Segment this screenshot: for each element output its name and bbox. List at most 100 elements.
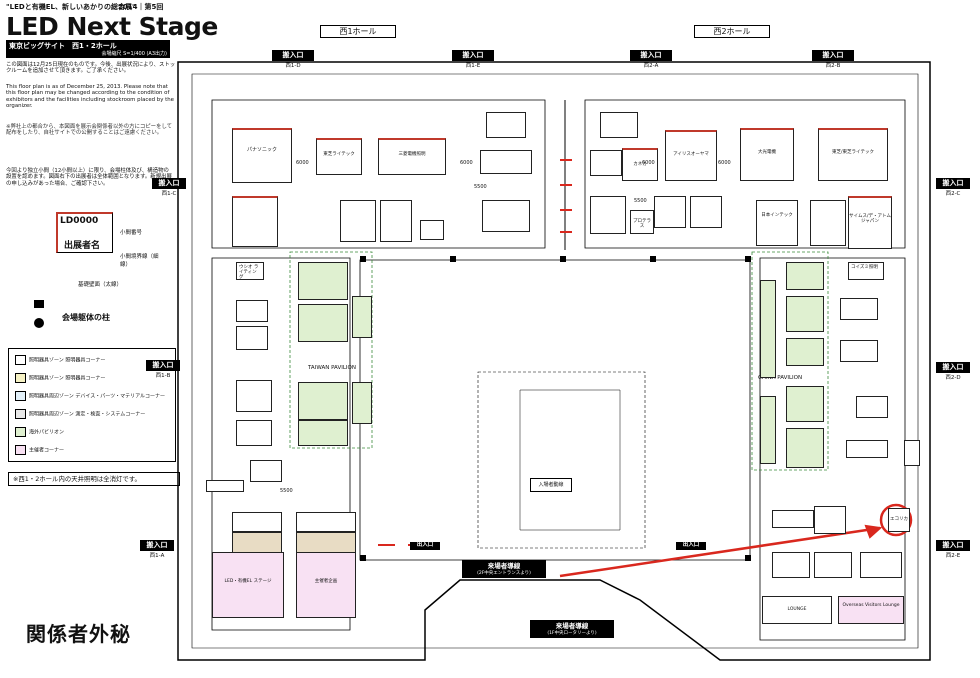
overseas-lounge[interactable]: Overseas Visitors Lounge [838,596,904,624]
dimension-label: 5500 [474,184,487,190]
header-slogan: "LEDと有機EL、新しいあかりの総合展" [6,3,136,11]
booth[interactable] [236,380,272,412]
booth[interactable] [590,150,622,176]
dimension-label: 6000 [642,160,655,166]
booth[interactable] [236,420,272,446]
booth-panasonic[interactable]: パナソニック [232,128,292,183]
booth-taiwan[interactable] [352,296,372,338]
booth[interactable] [486,112,526,138]
booth[interactable] [814,506,846,534]
booth[interactable] [380,200,412,242]
key-row: 主催者コーナー [15,445,64,455]
booth[interactable] [236,326,268,350]
hall-label-west2: 西2ホール [694,25,770,38]
key-swatch-green [15,427,26,437]
taiwan-pavilion-label: TAIWAN PAVILION [308,365,356,371]
booth[interactable] [772,552,810,578]
booth-china[interactable] [786,386,824,422]
gate-w2d: 搬入口 西2-D [936,362,970,381]
venue-bar: 東京ビッグサイト 西1・2ホール 会場縮尺 S=1/400 (A3出力) [6,40,170,58]
booth[interactable] [840,298,878,320]
booth-daiko[interactable]: 大光電機 [740,128,794,181]
booth-china[interactable] [786,338,824,366]
booth[interactable] [296,512,356,532]
booth-ushio[interactable]: ウシオ ライティング [236,262,264,280]
booth[interactable] [236,300,268,322]
booth[interactable] [860,552,902,578]
booth[interactable] [690,196,722,228]
booth[interactable]: 東芝ライテック [316,138,362,175]
center-area-label: 入場者動線 [530,478,572,492]
key-swatch-blue [15,391,26,401]
visitor-route-lower: 来場者導線 (1F中央ロータリーより) [530,620,614,638]
booth-saimus[interactable]: サイムス/デ・アトムジャパン [848,196,892,249]
booth[interactable] [810,200,846,246]
legend-intro: 今回より独立小間（12小間以上）に限り、会場柱体及び、構造物の設置を認めます。図… [6,168,172,187]
booth-proterras[interactable]: プロテラス [630,210,654,234]
booth[interactable] [482,200,530,232]
notice-jp: この図面は12月25日現在のものです。今後、出展状況により、ストックルームを追加… [6,62,176,75]
exit-west2: 出入口 [676,542,706,550]
booth-koizumi[interactable]: コイズミ照明 [848,262,884,280]
dimension-label: 6000 [460,160,473,166]
booth[interactable] [590,196,626,234]
booth[interactable] [480,150,532,174]
gate-w1d: 搬入口 西1-D [272,50,314,69]
booth-china[interactable] [786,428,824,468]
legend-booth-label: 小間番号 [120,230,143,236]
booth-kaneka[interactable]: カネカ [622,148,658,181]
booth-taiwan[interactable] [352,382,372,424]
gate-w2c: 搬入口 西2-C [936,178,970,197]
dimension-label: 5500 [634,198,647,204]
header-edition: 2014｜第5回 [118,3,164,11]
booth-china[interactable] [760,396,776,464]
legend-boundary-label: 小間境界線（細線） [120,254,159,268]
legend-aisle-label: 基礎壁面（太線） [78,282,123,288]
visitor-route-upper: 来場者導線 (2F中央エントランスより) [462,560,546,578]
booth-china[interactable] [786,296,824,332]
gate-label: 搬入口 [272,50,314,61]
booth-ecorica[interactable]: エコリカ [888,508,910,532]
booth-iris[interactable]: アイリスオーヤマ [665,130,717,181]
booth-toshiba[interactable]: 東芝/東芝ライテック [818,128,888,181]
venue-scale: 会場縮尺 S=1/400 (A3出力) [101,51,167,57]
booth[interactable] [814,552,852,578]
booth[interactable] [846,440,888,458]
booth[interactable] [856,396,888,418]
booth[interactable] [840,340,878,362]
lounge[interactable]: LOUNGE [762,596,832,624]
gate-w2b: 搬入口 西2-B [812,50,854,69]
organizer-area[interactable]: 主催者企画 [296,552,356,618]
booth[interactable] [420,220,444,240]
booth-taiwan[interactable] [298,304,348,342]
pillar-circle-icon [34,318,44,328]
booth-taiwan[interactable] [298,262,348,300]
legend-pillar-label: 会場躯体の柱 [62,313,110,322]
booth[interactable] [232,196,278,247]
booth[interactable] [772,510,814,528]
booth-taiwan[interactable] [298,420,348,446]
booth-china[interactable] [786,262,824,290]
booth[interactable] [340,200,376,242]
booth-nippon-intec[interactable]: 日本インテック [756,200,798,246]
booth-china[interactable] [760,280,776,378]
booth[interactable]: 三菱電機照明 [378,138,446,175]
booth[interactable] [232,512,282,532]
pillar-square-icon [34,300,44,308]
booth[interactable] [250,460,282,482]
stage-area[interactable]: LED・有機EL ステージ [212,552,284,618]
booth[interactable] [206,480,244,492]
legend-booth-sample: LD0000 出展者名 [56,212,113,253]
booth[interactable] [654,196,686,228]
booth-organizer[interactable] [232,532,282,554]
dimension-label: 5500 [280,488,293,494]
key-row: 照明器具ゾーン 照明器具コーナー [15,373,105,383]
booth[interactable] [904,440,920,466]
booth-taiwan[interactable] [298,382,348,420]
notice-en: This floor plan is as of December 25, 20… [6,84,174,110]
dimension-label: 6000 [718,160,731,166]
booth[interactable] [600,112,638,138]
booth-organizer[interactable] [296,532,356,554]
key-swatch-yellow [15,373,26,383]
